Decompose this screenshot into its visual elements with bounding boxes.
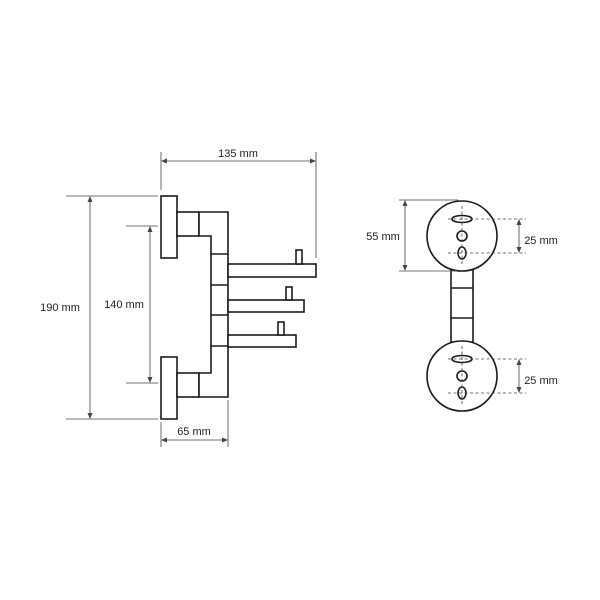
connecting-frame <box>198 211 229 398</box>
top-plate-stub <box>176 211 200 237</box>
dim-plate-diameter-label: 55 mm <box>366 231 400 243</box>
dim-hole-spacing-top-label: 25 mm <box>524 235 558 247</box>
front-view: 55 mm 25 mm 25 mm <box>366 199 558 412</box>
dim-width-total-label: 135 mm <box>218 148 258 160</box>
hook-tip-1 <box>295 249 303 265</box>
hook-arm-2 <box>227 299 305 313</box>
dim-height-inner-label: 140 mm <box>104 299 144 311</box>
dim-depth-base-label: 65 mm <box>177 426 211 438</box>
bottom-wall-plate <box>160 356 178 420</box>
bottom-plate-stub <box>176 372 200 398</box>
top-wall-plate <box>160 195 178 259</box>
hook-tip-2 <box>285 286 293 301</box>
hook-tip-3 <box>277 321 285 336</box>
hook-arm-1 <box>227 263 317 278</box>
hook-arm-3 <box>227 334 297 348</box>
side-view: 135 mm 190 mm 140 mm 65 mm <box>40 148 317 447</box>
dim-height-total-label: 190 mm <box>40 302 80 314</box>
dim-hole-spacing-bottom-label: 25 mm <box>524 375 558 387</box>
